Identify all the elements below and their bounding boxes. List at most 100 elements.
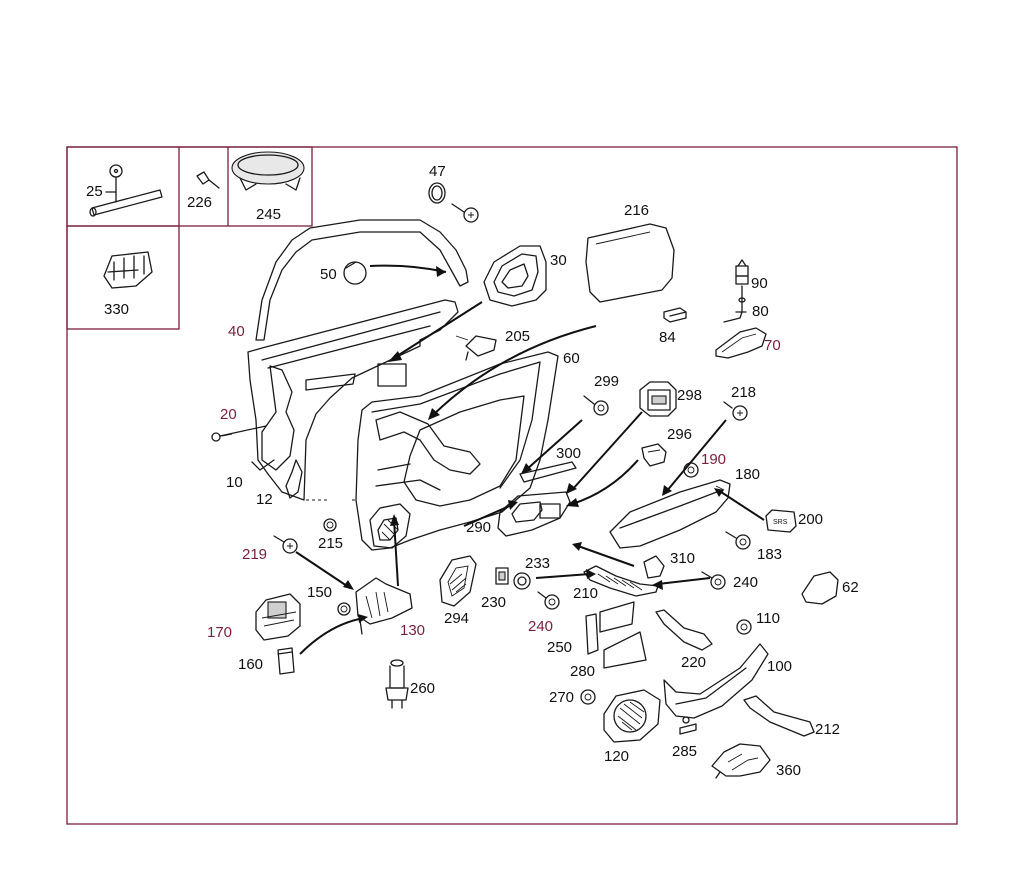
label-200: 200	[798, 511, 823, 528]
label-212: 212	[815, 721, 840, 738]
clip-296	[641, 443, 667, 467]
clip-310	[643, 555, 665, 579]
nut-270	[580, 689, 596, 705]
assembly-arrows	[221, 264, 765, 655]
screw-299	[583, 395, 609, 416]
label-62: 62	[842, 579, 859, 596]
label-330: 330	[104, 301, 129, 318]
inset-25-rod	[89, 164, 163, 217]
screw-240b	[537, 591, 560, 610]
door-shell	[247, 299, 459, 501]
label-215: 215	[318, 535, 343, 552]
trim-300	[519, 461, 577, 483]
switch-298	[639, 381, 677, 417]
label-285: 285	[672, 743, 697, 760]
speaker-grille-294	[439, 555, 477, 607]
label-216: 216	[624, 202, 649, 219]
cap-50	[343, 261, 367, 285]
label-226: 226	[187, 194, 212, 211]
bracket-360	[711, 743, 771, 779]
diagram-frame	[66, 146, 958, 825]
label-40[interactable]: 40	[228, 323, 245, 340]
label-10: 10	[226, 474, 243, 491]
label-150: 150	[307, 584, 332, 601]
label-220: 220	[681, 654, 706, 671]
label-294: 294	[444, 610, 469, 627]
trim-280	[603, 631, 647, 669]
label-190[interactable]: 190	[701, 451, 726, 468]
label-300: 300	[556, 445, 581, 462]
label-60: 60	[563, 350, 580, 367]
screw-47	[451, 203, 479, 223]
label-230: 230	[481, 594, 506, 611]
bracket-205	[465, 335, 497, 361]
label-233: 233	[525, 555, 550, 572]
inset-245-bumper	[231, 151, 305, 191]
label-70[interactable]: 70	[764, 337, 781, 354]
pin-80	[723, 285, 747, 323]
clip-285	[679, 723, 697, 735]
label-218: 218	[731, 384, 756, 401]
ring-47	[428, 182, 446, 204]
pocket-100	[663, 643, 769, 724]
screw-183	[725, 531, 751, 550]
label-296: 296	[667, 426, 692, 443]
label-47: 47	[429, 163, 446, 180]
label-240b[interactable]: 240	[528, 618, 553, 635]
nut-190	[683, 462, 699, 478]
switch-260	[385, 659, 409, 709]
clip-90	[735, 259, 749, 285]
inset-frame-330	[66, 225, 180, 330]
handle-220	[655, 609, 713, 651]
label-205: 205	[505, 328, 530, 345]
block-160	[277, 647, 295, 675]
label-20[interactable]: 20	[220, 406, 237, 423]
speaker-120	[603, 689, 661, 743]
nut-150	[337, 602, 351, 616]
seal-30	[483, 245, 547, 307]
label-90: 90	[751, 275, 768, 292]
label-160: 160	[238, 656, 263, 673]
handle-70	[715, 327, 767, 359]
label-260: 260	[410, 680, 435, 697]
nut-215	[323, 518, 337, 532]
label-110: 110	[756, 610, 780, 627]
washer-233	[513, 572, 531, 590]
clip-230	[495, 567, 509, 585]
label-100: 100	[767, 658, 792, 675]
label-310: 310	[670, 550, 695, 567]
label-170[interactable]: 170	[207, 624, 232, 641]
label-290: 290	[466, 519, 491, 536]
trim-250	[585, 601, 635, 655]
screw-240a	[701, 571, 726, 590]
bracket-210	[583, 565, 659, 597]
badge-200: SRS	[765, 509, 797, 533]
label-240a: 240	[733, 574, 758, 591]
block-84	[663, 307, 687, 323]
window-frame-40	[255, 219, 469, 341]
label-180: 180	[735, 466, 760, 483]
bezel-290	[497, 491, 571, 537]
label-30: 30	[550, 252, 567, 269]
label-298: 298	[677, 387, 702, 404]
label-210: 210	[573, 585, 598, 602]
label-245: 245	[256, 206, 281, 223]
inset-226-clip	[196, 171, 220, 189]
screw-219	[273, 535, 298, 554]
inset-frame-top	[66, 146, 313, 227]
label-219[interactable]: 219	[242, 546, 267, 563]
bracket-212	[743, 695, 815, 737]
label-25: 25	[86, 183, 103, 200]
cover-62	[801, 571, 839, 605]
label-50: 50	[320, 266, 337, 283]
label-183: 183	[757, 546, 782, 563]
label-360: 360	[776, 762, 801, 779]
pad-216	[585, 223, 675, 303]
label-80: 80	[752, 303, 769, 320]
screw-218	[723, 401, 748, 421]
lock-170	[255, 593, 301, 641]
inset-330-bracket	[103, 251, 153, 289]
label-130[interactable]: 130	[400, 622, 425, 639]
srs-label: SRS	[773, 519, 788, 526]
